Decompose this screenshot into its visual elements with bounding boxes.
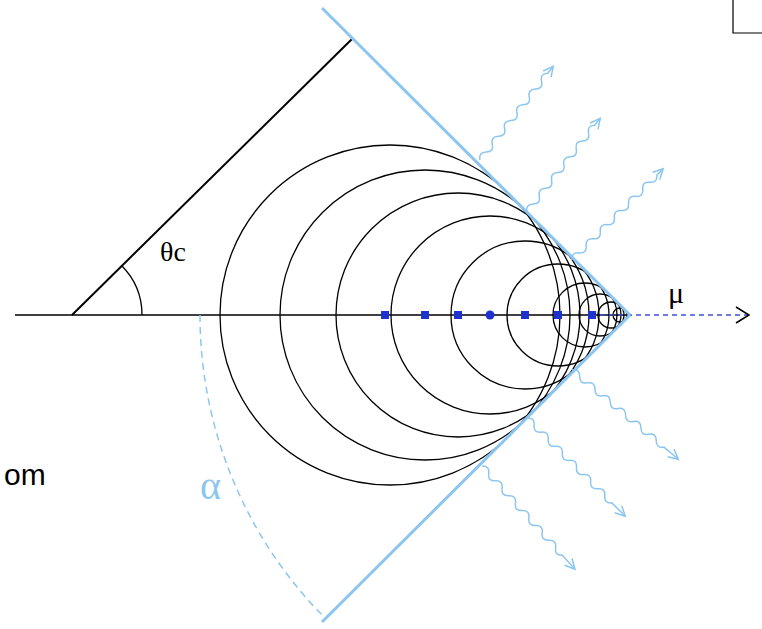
- angle-label: θc: [160, 238, 186, 266]
- box-corner: [733, 0, 762, 33]
- cherenkov-cone: [322, 8, 630, 622]
- angle-label: α: [200, 466, 221, 506]
- track-arrowhead: [736, 307, 749, 323]
- alpha-arc: [200, 315, 326, 619]
- text-fragment: om: [4, 460, 46, 490]
- particle-label: μ: [668, 278, 684, 308]
- angle-arc: [122, 266, 143, 316]
- muon-dots: [381, 311, 596, 320]
- muon-track: [600, 314, 748, 316]
- photon-arrows: [476, 63, 682, 572]
- axis-line: [15, 314, 630, 316]
- emission-line: [72, 38, 353, 315]
